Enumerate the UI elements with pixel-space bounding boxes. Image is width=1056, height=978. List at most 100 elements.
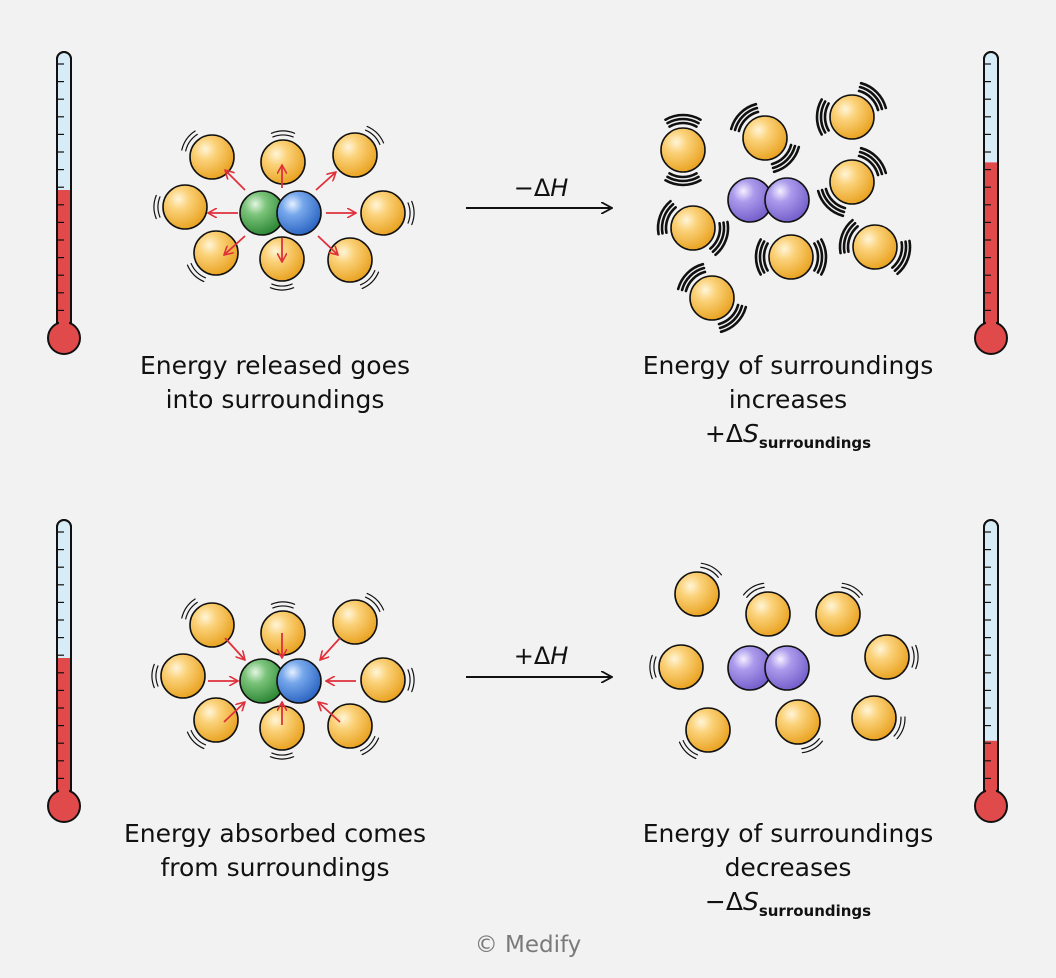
motion-line — [820, 238, 828, 276]
energy-flow-arrow — [224, 637, 245, 660]
motion-line — [272, 605, 294, 609]
surrounding-particle — [660, 127, 706, 173]
motion-line — [678, 741, 697, 760]
surrounding-particle — [775, 699, 821, 745]
surrounding-particle — [670, 205, 716, 251]
surrounding-particle — [189, 134, 235, 180]
motion-line — [649, 654, 653, 680]
surrounding-particle — [829, 94, 875, 140]
motion-line — [746, 586, 765, 598]
entropy-decrease-label: −ΔSsurroundings — [704, 887, 872, 920]
purple-atom — [764, 177, 810, 223]
motion-line — [664, 179, 702, 187]
surrounding-particle — [332, 599, 378, 645]
motion-line — [682, 739, 699, 756]
thermometer-top-left-icon — [47, 51, 81, 355]
delta-h-label-bottom: +ΔH — [514, 642, 569, 670]
motion-line — [361, 737, 380, 756]
motion-line — [823, 102, 830, 132]
motion-line — [813, 242, 820, 272]
surrounding-particle — [851, 695, 897, 741]
motion-line — [711, 221, 726, 254]
surrounding-particle — [260, 610, 306, 656]
motion-line — [770, 143, 793, 166]
surrounding-particle — [689, 275, 735, 321]
surrounding-particle — [674, 571, 720, 617]
surrounding-particle — [327, 703, 373, 749]
motion-line — [185, 601, 198, 620]
motion-line — [364, 129, 381, 146]
motion-line — [742, 582, 765, 596]
motion-line — [859, 146, 888, 175]
energy-flow-arrow — [224, 235, 246, 255]
motion-line — [733, 106, 759, 132]
motion-line — [758, 240, 766, 274]
motion-line — [359, 735, 376, 752]
motion-line — [700, 562, 723, 576]
motion-line — [717, 303, 740, 326]
energy-flow-arrow — [318, 702, 341, 723]
motion-line — [666, 175, 700, 183]
surrounding-particle — [332, 132, 378, 178]
delta-h-label-top: −ΔH — [514, 174, 569, 202]
motion-line — [729, 102, 758, 131]
thermometer-top-right-icon — [974, 51, 1008, 355]
motion-line — [801, 738, 820, 750]
surrounding-particle — [160, 653, 206, 699]
motion-line — [270, 601, 296, 605]
motion-line — [186, 264, 205, 283]
motion-line — [366, 125, 385, 144]
energy-flow-arrow — [315, 172, 336, 191]
motion-line — [838, 218, 854, 255]
surrounding-particle — [260, 139, 306, 185]
motion-line — [896, 239, 912, 276]
surrounding-particle — [360, 657, 406, 703]
motion-line — [841, 582, 864, 596]
motion-line — [666, 117, 700, 125]
motion-line — [718, 304, 744, 330]
blue-atom — [276, 658, 322, 704]
motion-line — [815, 98, 823, 136]
entropy-increase-label: +ΔSsurroundings — [704, 419, 872, 452]
surrounding-particle — [815, 591, 861, 637]
motion-line — [656, 199, 672, 236]
motion-line — [754, 238, 762, 276]
thermometer-bottom-left-icon — [47, 519, 81, 823]
motion-line — [407, 202, 411, 224]
blue-atom — [276, 190, 322, 236]
surrounding-particle — [742, 115, 788, 161]
motion-line — [719, 305, 748, 334]
thermometer-fill — [58, 190, 70, 336]
motion-line — [153, 194, 157, 220]
motion-line — [684, 270, 707, 293]
motion-line — [676, 262, 705, 291]
motion-line — [819, 100, 827, 134]
motion-line — [859, 81, 888, 110]
motion-line — [151, 663, 155, 689]
energetic-surroundings-cluster — [656, 81, 912, 334]
motion-line — [364, 596, 381, 613]
motion-line — [896, 716, 906, 740]
motion-line — [700, 566, 719, 578]
energy-flow-arrow — [223, 702, 245, 723]
motion-line — [893, 716, 902, 737]
motion-line — [664, 113, 702, 121]
surrounding-particle — [829, 159, 875, 205]
motion-line — [190, 262, 207, 279]
motion-line — [824, 187, 847, 210]
motion-line — [709, 222, 722, 250]
surrounding-particle — [193, 697, 239, 743]
surrounding-particle — [852, 224, 898, 270]
motion-line — [411, 667, 415, 693]
motion-line — [668, 172, 698, 179]
motion-line — [816, 189, 845, 218]
surrounding-particle — [162, 184, 208, 230]
motion-line — [842, 221, 857, 254]
surrounding-particle — [864, 634, 910, 680]
motion-line — [915, 644, 919, 670]
motion-line — [407, 669, 411, 691]
motion-line — [841, 586, 860, 598]
caption-surroundings-increases: Energy of surroundings increases +ΔSsurr… — [600, 349, 976, 460]
energy-flow-arrow — [225, 170, 246, 191]
motion-line — [271, 283, 293, 287]
